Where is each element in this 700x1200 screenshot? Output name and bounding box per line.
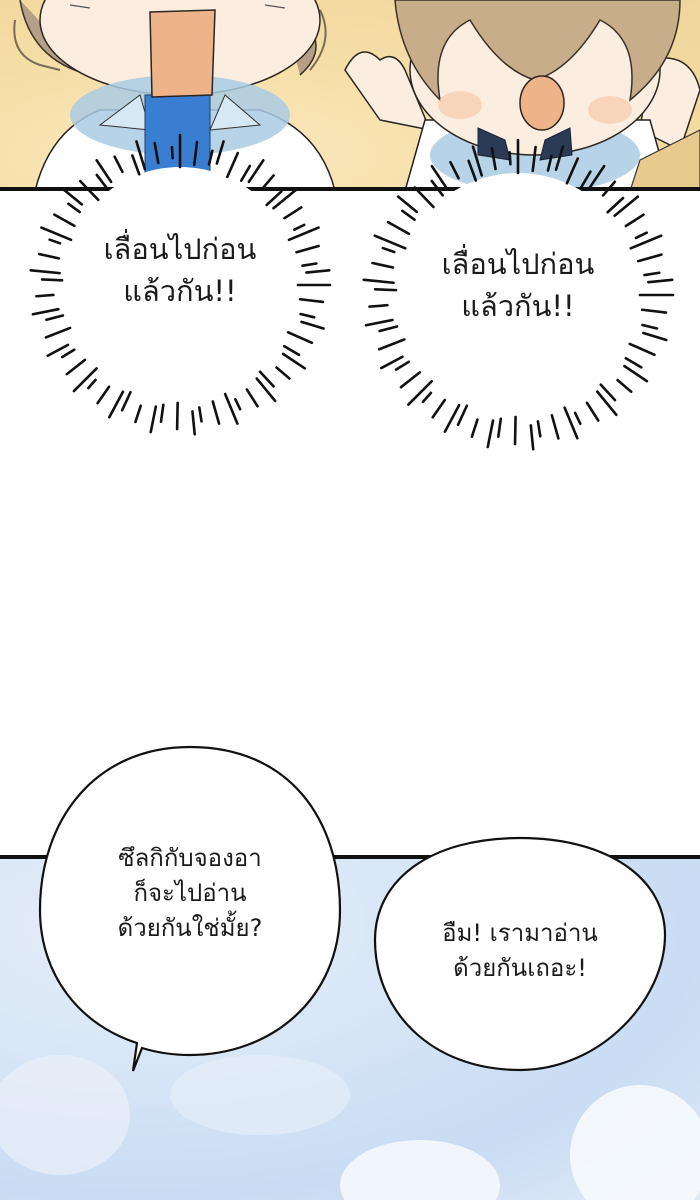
cloud-shapes <box>0 1055 700 1200</box>
panel-border-top <box>0 187 700 191</box>
burst-right-icon <box>362 138 675 451</box>
burst-left-line-2: แล้วกัน!! <box>123 274 237 309</box>
speech-left-line-1: ซึลกิกับจองอา <box>118 844 262 872</box>
top-panel-illustration <box>0 0 700 191</box>
speech-bubble-left: ซึลกิกับจองอา ก็จะไปอ่าน ด้วยกันใช่มั้ย? <box>75 841 305 945</box>
chibi-characters-illustration <box>13 0 700 191</box>
speech-left-line-2: ก็จะไปอ่าน <box>133 878 247 907</box>
burst-bubble-left: เลื่อนไปก่อน แล้วกัน!! <box>60 228 300 312</box>
speech-left-line-3: ด้วยกันใช่มั้ย? <box>117 913 263 942</box>
speech-bubbles-shapes <box>38 745 667 1072</box>
speech-bubble-right: อืม! เรามาอ่าน ด้วยกันเถอะ! <box>400 916 640 986</box>
speech-right-line-2: ด้วยกันเถอะ! <box>453 953 587 982</box>
speech-bubble-left-shape <box>38 745 342 1072</box>
burst-left-icon <box>29 133 332 436</box>
burst-right-line-1: เลื่อนไปก่อน <box>441 247 595 281</box>
burst-right-line-2: แล้วกัน!! <box>461 289 575 324</box>
burst-left-line-1: เลื่อนไปก่อน <box>103 232 257 266</box>
speech-bubble-right-shape <box>373 836 667 1072</box>
burst-effect-lines <box>29 133 675 451</box>
speech-right-line-1: อืม! เรามาอ่าน <box>442 919 598 947</box>
panel-border-bottom <box>0 855 700 859</box>
burst-bubble-right: เลื่อนไปก่อน แล้วกัน!! <box>398 243 638 327</box>
